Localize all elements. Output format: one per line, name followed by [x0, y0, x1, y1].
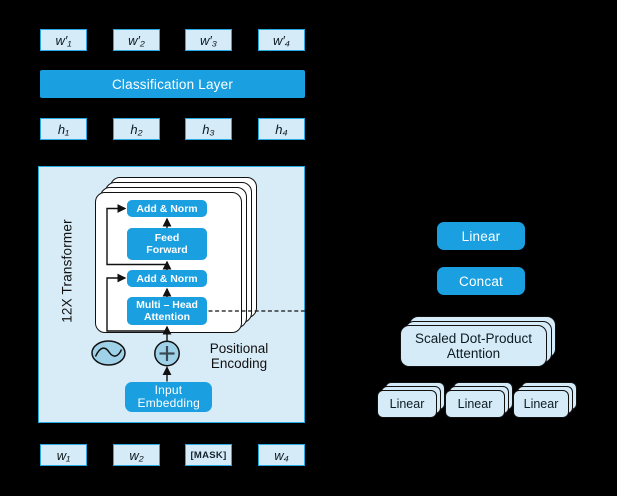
hidden-token-h4: h₄ — [258, 118, 305, 140]
sdpa-label: Scaled Dot-Product Attention — [414, 330, 533, 362]
detail-concat: Concat — [437, 267, 525, 295]
head-linear-2: Linear — [445, 390, 505, 418]
add-norm-top-block: Add & Norm — [127, 200, 207, 217]
output-token-w3: w′₃ — [185, 29, 232, 51]
head-linear-3: Linear — [513, 390, 569, 418]
feed-forward-label: Feed Forward — [146, 232, 188, 256]
output-token-w1: w′₁ — [40, 29, 87, 51]
sdpa-layer-1: Scaled Dot-Product Attention — [400, 325, 547, 367]
output-token-w4: w′₄ — [258, 29, 305, 51]
input-embedding-label: Input Embedding — [137, 382, 201, 410]
input-embedding-block: Input Embedding — [125, 382, 212, 412]
multi-head-attention-label: Multi – Head Attention — [136, 299, 198, 323]
input-token-w2: w₂ — [113, 444, 160, 466]
output-token-w2: w′₂ — [113, 29, 160, 51]
detail-linear-top: Linear — [437, 222, 525, 250]
add-norm-top-label: Add & Norm — [136, 202, 198, 215]
input-token-w1: w₁ — [40, 444, 87, 466]
feed-forward-block: Feed Forward — [127, 228, 207, 260]
head-linear-1: Linear — [377, 390, 437, 418]
add-norm-bottom-block: Add & Norm — [127, 270, 207, 287]
hidden-token-h2: h₂ — [113, 118, 160, 140]
positional-encoding-label: Positional Encoding — [209, 341, 269, 371]
hidden-token-h3: h₃ — [185, 118, 232, 140]
input-token-w4: w₄ — [258, 444, 305, 466]
hidden-token-h1: h₁ — [40, 118, 87, 140]
multi-head-attention-block: Multi – Head Attention — [127, 297, 207, 325]
add-norm-bottom-label: Add & Norm — [136, 272, 198, 285]
classification-layer: Classification Layer — [40, 70, 305, 98]
transformer-side-label: 12X Transformer — [59, 219, 75, 323]
input-token-mask: [MASK] — [185, 444, 232, 466]
